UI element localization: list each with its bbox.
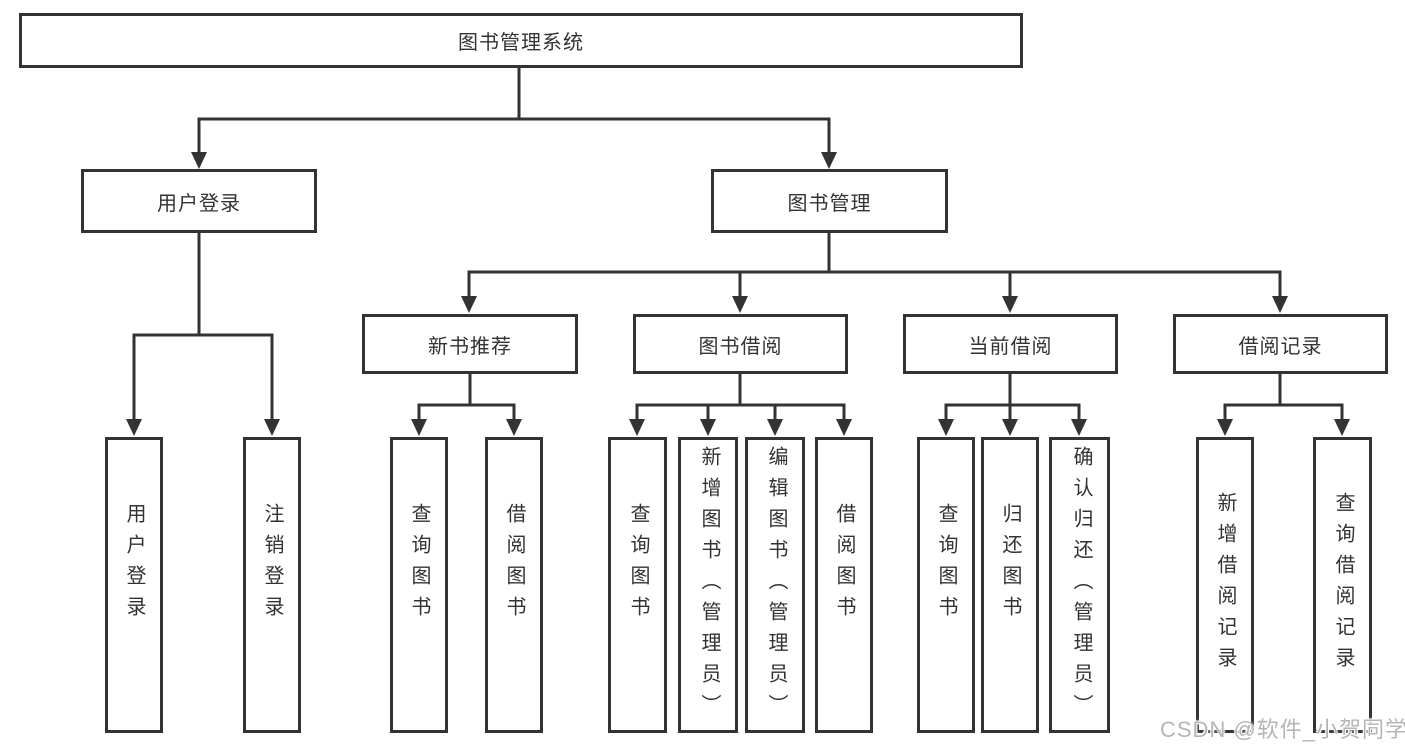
connector-current-borrowing-children <box>938 372 1087 436</box>
leaf-return-books: 归还图书 <box>981 437 1039 733</box>
arrow-down-icon <box>629 419 645 436</box>
arrow-down-icon <box>264 419 280 436</box>
connector-line <box>467 231 1282 298</box>
arrow-down-icon <box>506 419 522 436</box>
arrow-down-icon <box>821 152 837 169</box>
arrow-down-icon <box>938 419 954 436</box>
connector-line <box>132 231 274 421</box>
node-book-borrowing: 图书借阅 <box>633 314 848 374</box>
node-library-system: 图书管理系统 <box>19 13 1023 68</box>
arrow-down-icon <box>1002 296 1018 313</box>
arrow-down-icon <box>1071 419 1087 436</box>
leaf-query-books-current: 查询图书 <box>917 437 975 733</box>
arrow-down-icon <box>767 419 783 436</box>
node-book-management: 图书管理 <box>711 169 948 233</box>
leaf-confirm-return-admin: 确认归还（管理员） <box>1049 437 1110 733</box>
connector-book-management-children <box>461 231 1288 313</box>
arrow-down-icon <box>1334 419 1350 436</box>
arrow-down-icon <box>700 419 716 436</box>
leaf-query-books-recommend: 查询图书 <box>390 437 448 733</box>
connector-root-to-level2 <box>191 66 837 169</box>
leaf-edit-books-admin: 编辑图书（管理员） <box>745 437 805 733</box>
node-borrowing-records: 借阅记录 <box>1173 314 1388 374</box>
arrow-down-icon <box>461 296 477 313</box>
leaf-borrow-books-borrowing: 借阅图书 <box>815 437 873 733</box>
connector-line <box>635 372 846 420</box>
connector-line <box>417 372 516 420</box>
leaf-borrow-books-recommend: 借阅图书 <box>485 437 543 733</box>
leaf-query-books-borrowing: 查询图书 <box>608 437 667 733</box>
arrow-down-icon <box>1217 419 1233 436</box>
arrow-down-icon <box>836 419 852 436</box>
arrow-down-icon <box>1002 419 1018 436</box>
connector-line <box>1223 372 1344 420</box>
leaf-logout: 注销登录 <box>243 437 301 733</box>
node-current-borrowing: 当前借阅 <box>903 314 1118 374</box>
arrow-down-icon <box>126 419 142 436</box>
leaf-add-books-admin: 新增图书（管理员） <box>678 437 738 733</box>
connector-user-login-children <box>126 231 280 436</box>
watermark: CSDN @软件_小贺同学 <box>1160 717 1405 742</box>
node-user-login: 用户登录 <box>81 169 317 233</box>
connector-book-borrowing-children <box>629 372 852 436</box>
arrow-down-icon <box>1272 296 1288 313</box>
connector-line <box>197 66 831 153</box>
arrow-down-icon <box>191 152 207 169</box>
connector-line <box>944 372 1081 420</box>
leaf-query-borrow-record: 查询借阅记录 <box>1313 437 1372 733</box>
node-new-book-recommendation: 新书推荐 <box>362 314 578 374</box>
arrow-down-icon <box>411 419 427 436</box>
leaf-add-borrow-record: 新增借阅记录 <box>1196 437 1254 733</box>
connector-new-book-children <box>411 372 522 436</box>
arrow-down-icon <box>732 296 748 313</box>
connector-borrowing-records-children <box>1217 372 1350 436</box>
leaf-user-login: 用户登录 <box>105 437 163 733</box>
